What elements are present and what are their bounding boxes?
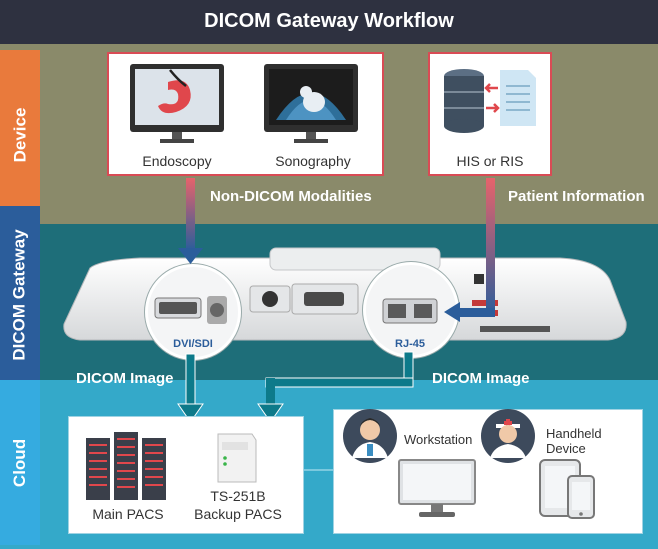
workstation-monitor-icon (398, 459, 476, 517)
sonography-label: Sonography (275, 153, 351, 169)
cloud-tab: Cloud (0, 380, 40, 545)
title-bar (0, 0, 658, 44)
doctor-avatar-icon (343, 409, 397, 463)
rj45-label: RJ-45 (395, 338, 425, 350)
main-pacs-label: Main PACS (92, 506, 164, 522)
dvi-connector-icon (154, 296, 227, 324)
modalities-to-dvi-arrow (178, 178, 203, 264)
nurse-avatar-icon (481, 409, 535, 463)
tablet-phone-icon (539, 459, 595, 519)
device-tab: Device (0, 50, 40, 220)
nas-icon (217, 433, 257, 483)
endoscopy-monitor-icon (130, 64, 224, 143)
patient-information-label: Patient Information (508, 188, 645, 205)
dvi-to-pacs-arrow (177, 353, 204, 423)
rj45-connector-icon (382, 298, 438, 324)
dicom-image-left-label: DICOM Image (76, 370, 174, 387)
nas-model-label: TS-251B (210, 488, 266, 504)
gateway-tab: DICOM Gateway (0, 206, 40, 384)
sonography-monitor-icon (264, 64, 358, 143)
dicom-image-right-label: DICOM Image (432, 370, 530, 387)
page-title: DICOM Gateway Workflow (204, 10, 454, 32)
database-document-icon (444, 69, 536, 133)
rj45-to-pacs-arrow (257, 351, 414, 423)
server-rack-icon (86, 432, 166, 500)
non-dicom-modalities-label: Non-DICOM Modalities (210, 188, 372, 205)
workstation-label: Workstation (404, 432, 473, 447)
his-ris-label: HIS or RIS (456, 153, 524, 169)
endoscopy-label: Endoscopy (142, 153, 212, 169)
handheld-device-label: Handheld Device (546, 426, 602, 456)
dvi-sdi-label: DVI/SDI (173, 338, 213, 350)
backup-pacs-label: Backup PACS (194, 506, 282, 522)
his-to-rj45-arrow (444, 178, 495, 322)
